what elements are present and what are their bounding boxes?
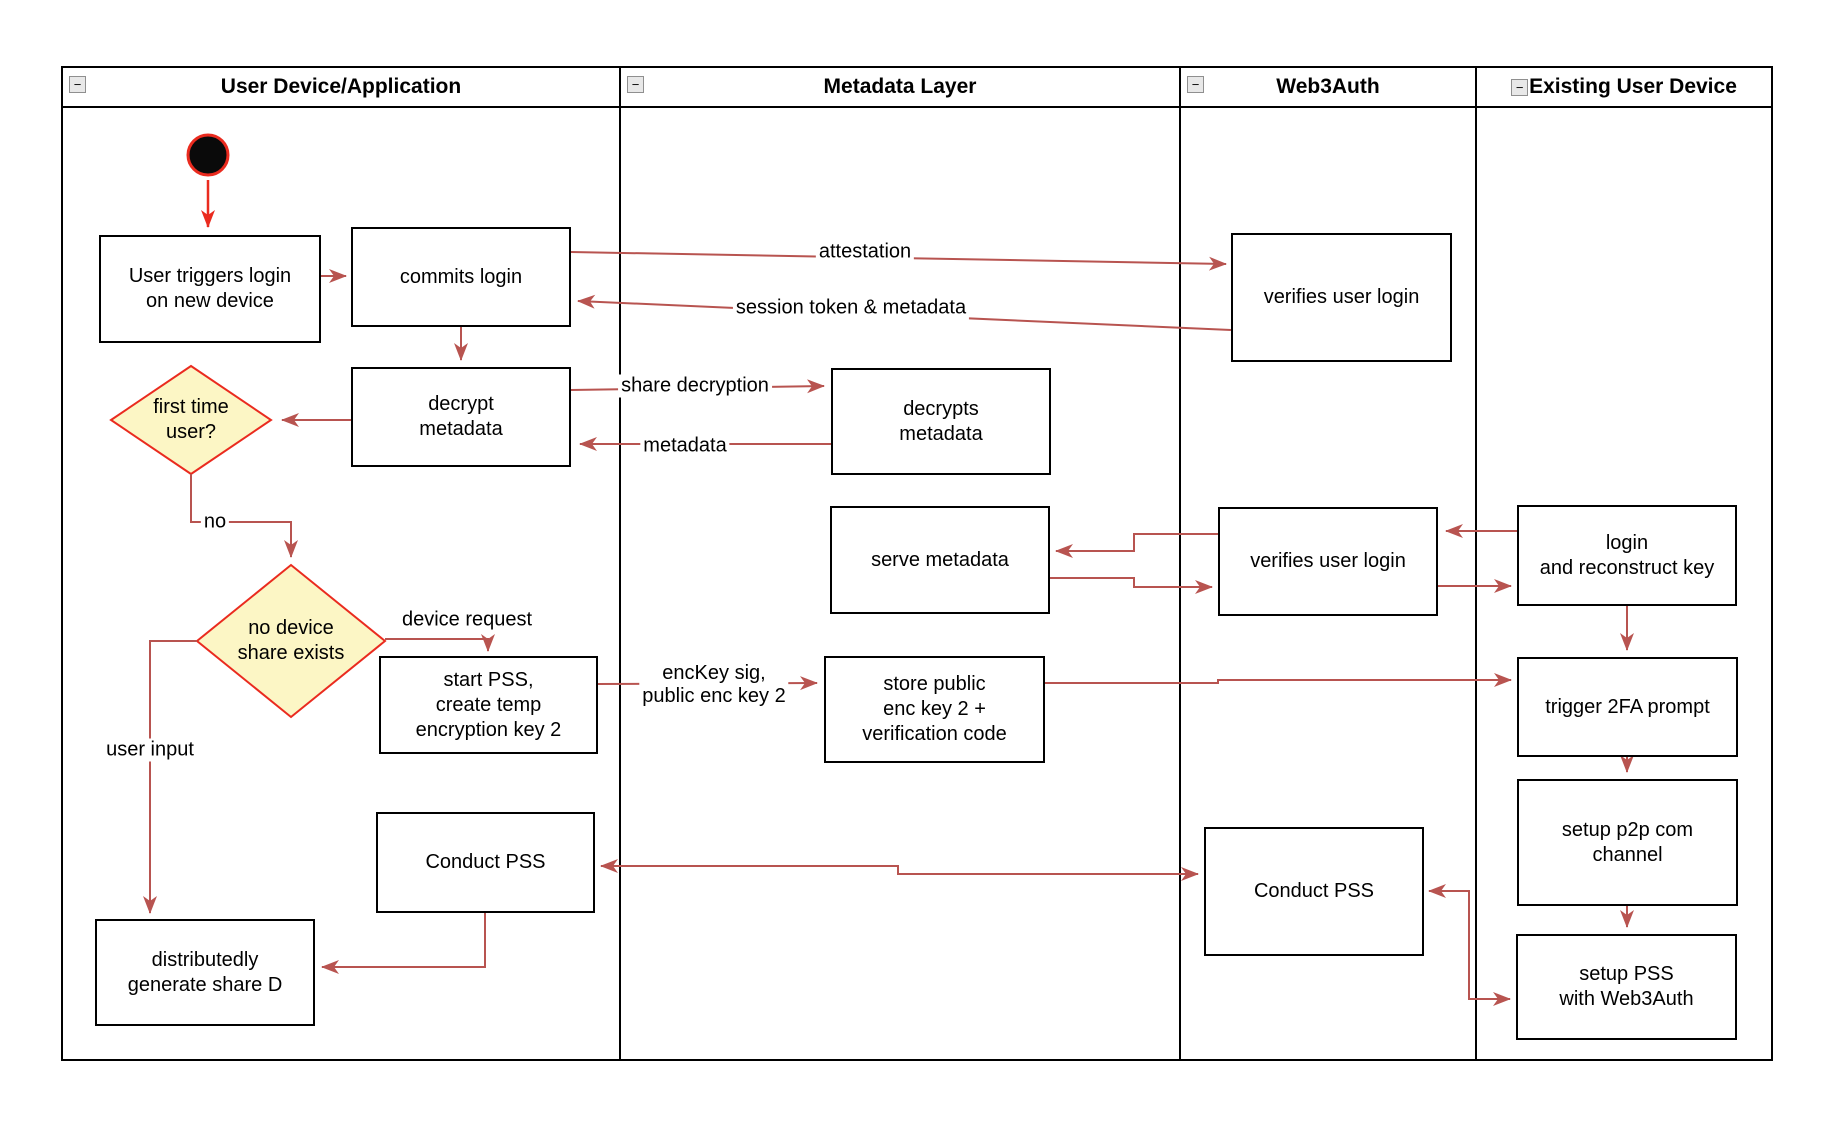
edge-user-input	[143, 640, 197, 914]
node-setup-p2p[interactable]: setup p2p com channel	[1517, 779, 1738, 906]
node-verifies-user-login-2[interactable]: verifies user login	[1218, 507, 1438, 616]
edge-no-branch	[190, 474, 298, 558]
edge-setuppss-conductpss-bidirectional	[1428, 884, 1511, 1006]
node-start-pss[interactable]: start PSS, create temp encryption key 2	[379, 656, 598, 754]
start-node[interactable]	[186, 133, 230, 177]
node-conduct-pss-user[interactable]: Conduct PSS	[376, 812, 595, 913]
edge-label-share-decryption: share decryption	[618, 374, 772, 398]
collapse-icon[interactable]: −	[1511, 78, 1529, 96]
lane-header-existing-device: − Existing User Device	[1476, 67, 1772, 107]
lane-title: Existing User Device	[1529, 75, 1737, 98]
edge-verifies2-to-serve	[1055, 533, 1218, 558]
node-decrypts-metadata[interactable]: decrypts metadata	[831, 368, 1051, 475]
pool-border	[61, 66, 1773, 1061]
decision-no-device-share[interactable]	[195, 563, 387, 719]
edge-serve-to-verifies2	[1050, 577, 1213, 594]
collapse-icon[interactable]: −	[69, 76, 86, 93]
edge-conductpss-bidirectional	[600, 859, 1199, 881]
lane-title: Metadata Layer	[823, 75, 977, 98]
node-user-triggers-login[interactable]: User triggers login on new device	[99, 235, 321, 343]
edge-label-no: no	[200, 510, 230, 534]
node-trigger-2fa[interactable]: trigger 2FA prompt	[1517, 657, 1738, 757]
decision-no-device-share-label: no device share exists	[237, 617, 345, 664]
node-commits-login[interactable]: commits login	[351, 227, 571, 327]
lane-header-metadata-layer: − Metadata Layer	[620, 67, 1180, 107]
edge-label-session-token: session token & metadata	[732, 296, 970, 320]
lane-header-user-device: − User Device/Application	[62, 67, 620, 107]
edge-store-to-2fa	[1045, 673, 1512, 687]
lane-title: User Device/Application	[220, 75, 462, 98]
edge-label-device-request: device request	[398, 608, 536, 632]
edge-label-attestation: attestation	[815, 240, 915, 264]
decision-first-time-user-label: first time user?	[153, 396, 229, 443]
edge-label-enckey: encKey sig, public enc key 2	[639, 662, 789, 708]
edge-conductpss-to-generate	[321, 913, 486, 974]
decision-first-time-user[interactable]	[109, 364, 273, 476]
collapse-icon[interactable]: −	[627, 76, 644, 93]
node-setup-pss[interactable]: setup PSS with Web3Auth	[1516, 934, 1737, 1040]
node-login-reconstruct-key[interactable]: login and reconstruct key	[1517, 505, 1737, 606]
lane-title: Web3Auth	[1276, 75, 1380, 98]
lane-header-web3auth: − Web3Auth	[1180, 67, 1476, 107]
node-serve-metadata[interactable]: serve metadata	[830, 506, 1050, 614]
edge-label-user-input: user input	[103, 738, 197, 762]
node-store-public-enc-key[interactable]: store public enc key 2 + verification co…	[824, 656, 1045, 763]
collapse-icon[interactable]: −	[1187, 76, 1204, 93]
node-verifies-user-login-1[interactable]: verifies user login	[1231, 233, 1452, 362]
node-conduct-pss-web3auth[interactable]: Conduct PSS	[1204, 827, 1424, 956]
node-distributedly-generate[interactable]: distributedly generate share D	[95, 919, 315, 1026]
node-decrypt-metadata[interactable]: decrypt metadata	[351, 367, 571, 467]
edge-label-metadata: metadata	[640, 434, 730, 458]
edge-device-request	[385, 634, 495, 652]
